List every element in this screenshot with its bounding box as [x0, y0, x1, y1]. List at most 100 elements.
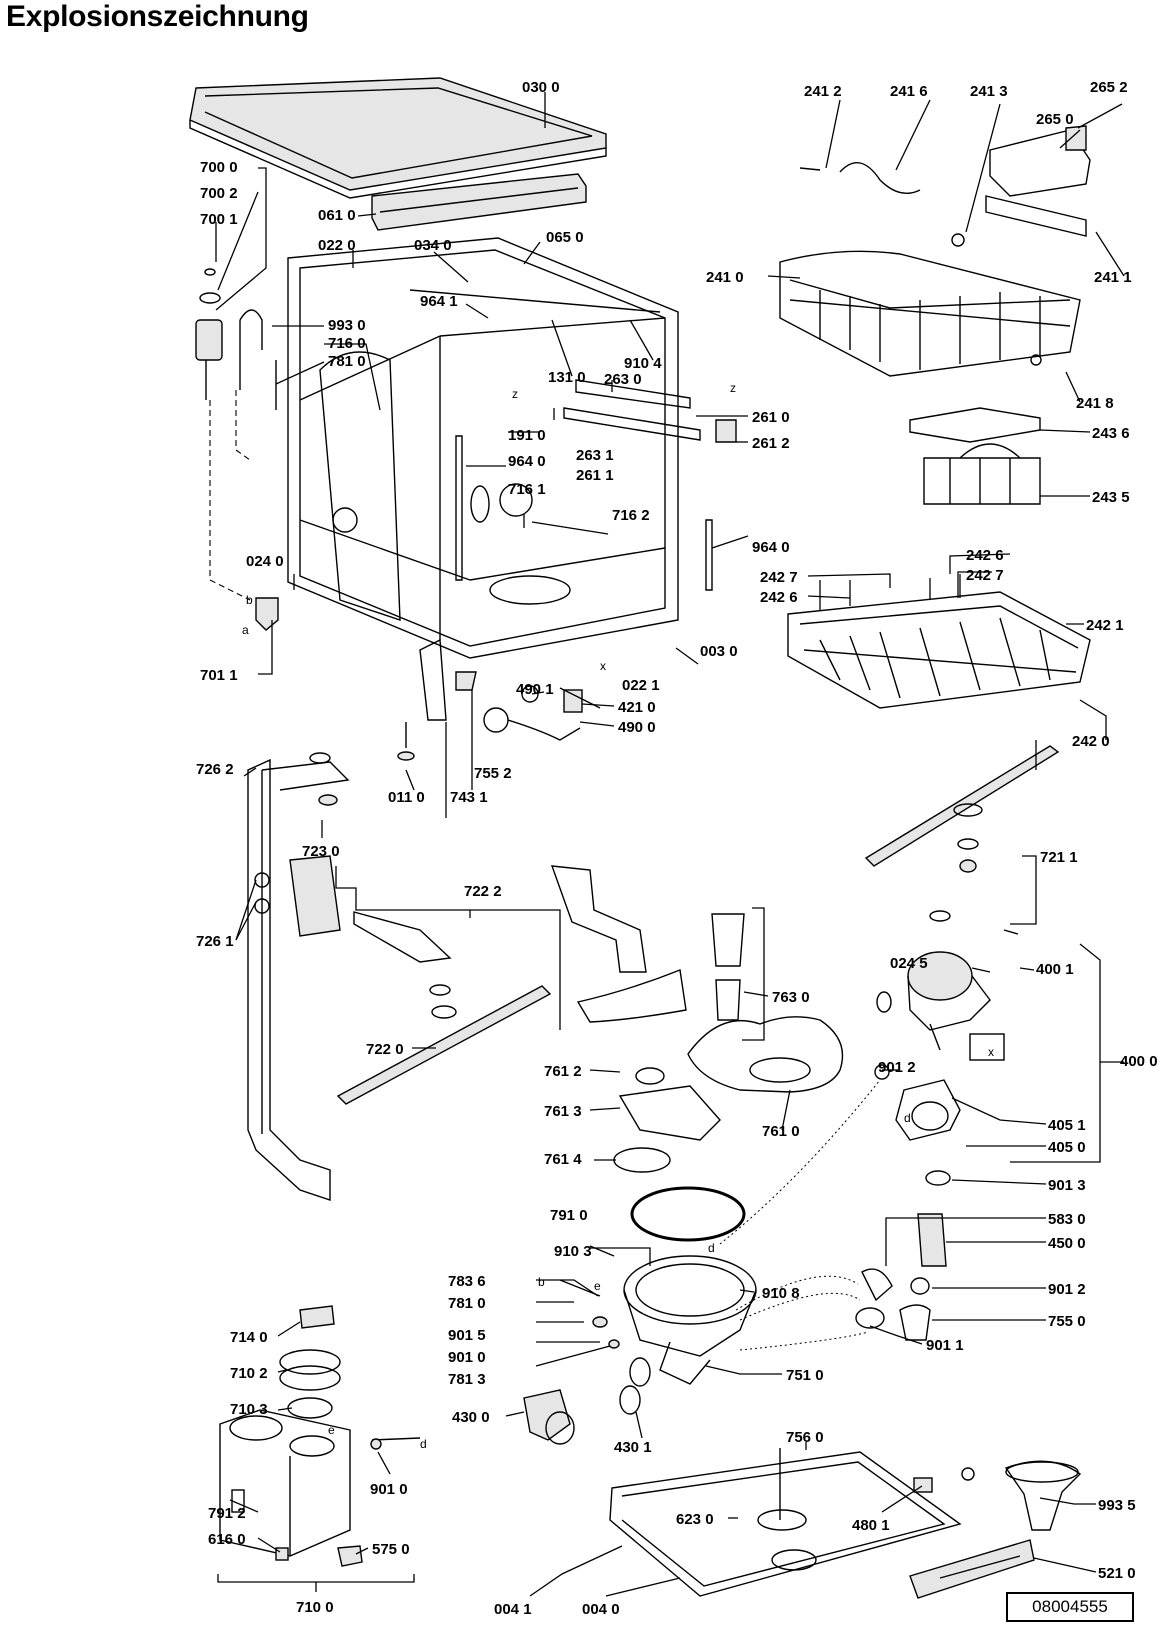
marker-letter: z [512, 387, 518, 401]
side-seal-part [455, 435, 713, 591]
part-label: 004 0 [582, 1601, 620, 1618]
hinge-part [255, 597, 477, 721]
part-label: 716 1 [508, 481, 546, 498]
part-label: 901 2 [1048, 1281, 1086, 1298]
part-label: 583 0 [1048, 1211, 1086, 1228]
part-label: 722 0 [366, 1041, 404, 1058]
part-label: 521 0 [1098, 1565, 1136, 1582]
part-label: 726 2 [196, 761, 234, 778]
part-label: 405 1 [1048, 1117, 1086, 1134]
part-label: 450 0 [1048, 1235, 1086, 1252]
part-label: 421 0 [618, 699, 656, 716]
part-label: 761 4 [544, 1151, 582, 1168]
kick-plate-part [909, 1539, 1035, 1599]
marker-letter: b [538, 1275, 545, 1289]
part-label: 964 0 [752, 539, 790, 556]
circulation-pump-part [876, 910, 1019, 1061]
part-label: 901 0 [448, 1349, 486, 1366]
sump-seal-part [630, 1186, 746, 1242]
part-label: 901 5 [448, 1327, 486, 1344]
part-label: 241 8 [1076, 395, 1114, 412]
part-label: 910 3 [554, 1243, 592, 1260]
part-label: 761 3 [544, 1103, 582, 1120]
part-label: 191 0 [508, 427, 546, 444]
leader-lines [215, 92, 1125, 1597]
rails-part [563, 379, 737, 443]
part-label: 723 0 [302, 843, 340, 860]
part-label: 763 0 [772, 989, 810, 1006]
marker-letter: x [600, 659, 606, 673]
document-number: 08004555 [1006, 1592, 1134, 1622]
part-label: 022 1 [622, 677, 660, 694]
foot-part [397, 722, 415, 761]
part-label: 034 0 [414, 237, 452, 254]
part-labels: 030 0 700 0 700 2 700 1 061 0 022 0 034 … [196, 79, 1158, 1618]
part-label: 901 2 [878, 1059, 916, 1076]
marker-letter: d [420, 1437, 427, 1451]
part-label: 242 7 [760, 569, 798, 586]
part-label: 722 2 [464, 883, 502, 900]
marker-letter: d [708, 1241, 715, 1255]
part-label: 242 1 [1086, 617, 1124, 634]
part-label: 964 1 [420, 293, 458, 310]
part-label: 241 6 [890, 83, 928, 100]
part-label: 783 6 [448, 1273, 486, 1290]
funnel-part [1004, 1460, 1082, 1531]
part-label: 700 2 [200, 185, 238, 202]
part-label: 400 0 [1120, 1053, 1158, 1070]
part-label: 003 0 [700, 643, 738, 660]
part-label: 791 0 [550, 1207, 588, 1224]
part-label: 242 7 [966, 567, 1004, 584]
marker-letter: b [246, 593, 253, 607]
part-label: 964 0 [508, 453, 546, 470]
part-label: 490 1 [516, 681, 554, 698]
part-label: 022 0 [318, 237, 356, 254]
supply-pipe-part [550, 865, 687, 1023]
part-label: 710 3 [230, 1401, 268, 1418]
part-label: 781 0 [448, 1295, 486, 1312]
part-label: 743 1 [450, 789, 488, 806]
page-title: Explosionszeichnung [6, 0, 309, 33]
part-label: 004 1 [494, 1601, 532, 1618]
middle-spray-arm-part [289, 855, 552, 1105]
control-panel-part [371, 173, 587, 231]
part-label: 261 1 [576, 467, 614, 484]
part-label: 490 0 [618, 719, 656, 736]
part-label: 400 1 [1036, 961, 1074, 978]
part-label: 761 2 [544, 1063, 582, 1080]
upper-spray-arm-part [864, 745, 1060, 873]
part-label: 710 2 [230, 1365, 268, 1382]
part-label: 701 1 [200, 667, 238, 684]
marker-letter: e [328, 1423, 335, 1437]
spray-tube-part [247, 752, 350, 1201]
part-label: 131 0 [548, 369, 586, 386]
part-label: 901 3 [1048, 1177, 1086, 1194]
part-label: 243 5 [1092, 489, 1130, 506]
part-label: 710 0 [296, 1599, 334, 1616]
sump-part [559, 1255, 757, 1387]
tub-part [287, 237, 679, 659]
drain-pump-part [874, 1064, 961, 1186]
part-label: 781 3 [448, 1371, 486, 1388]
part-label: 756 0 [786, 1429, 824, 1446]
reference-markers: z z x b a x d b e d e d [242, 381, 994, 1451]
part-label: 241 1 [1094, 269, 1132, 286]
part-label: 755 0 [1048, 1313, 1086, 1330]
water-softener-part [219, 1305, 421, 1567]
part-label: 721 1 [1040, 849, 1078, 866]
part-label: 716 2 [612, 507, 650, 524]
marker-letter: d [904, 1111, 911, 1125]
heater-part [523, 1385, 641, 1445]
part-label: 024 0 [246, 553, 284, 570]
part-label: 030 0 [522, 79, 560, 96]
marker-letter: a [242, 623, 249, 637]
part-label: 751 0 [786, 1367, 824, 1384]
part-label: 910 4 [624, 355, 662, 372]
upper-basket-part [779, 125, 1091, 377]
part-label: 714 0 [230, 1329, 268, 1346]
lower-basket-part [787, 574, 1091, 709]
drain-hose-part [719, 1079, 947, 1351]
part-label: 761 0 [762, 1123, 800, 1140]
marker-letter: z [730, 381, 736, 395]
part-label: 755 2 [474, 765, 512, 782]
